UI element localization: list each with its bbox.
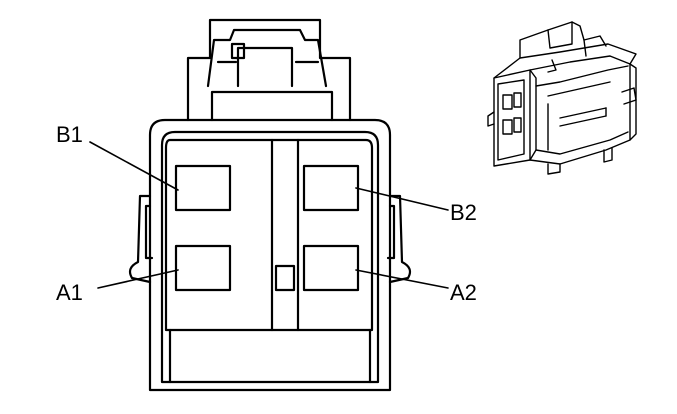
pin-label-b2: B2 xyxy=(450,200,477,225)
leader-line-a1 xyxy=(97,269,179,289)
leader-line-a2 xyxy=(355,269,449,289)
cavity-a2 xyxy=(302,244,360,292)
pin-label-a1: A1 xyxy=(56,280,83,305)
pin-label-b1: B1 xyxy=(56,122,83,147)
cavity-a1 xyxy=(174,244,232,292)
leader-line-b2 xyxy=(355,187,449,211)
top-latch xyxy=(186,18,352,122)
cavity-b2 xyxy=(302,164,360,212)
pin-label-a2: A2 xyxy=(450,280,477,305)
leader-line-b1 xyxy=(89,141,179,191)
cavity-b1 xyxy=(174,164,232,212)
connector-housing xyxy=(128,118,412,392)
connector-isometric-view xyxy=(487,21,637,175)
connector-face-view xyxy=(89,18,449,392)
